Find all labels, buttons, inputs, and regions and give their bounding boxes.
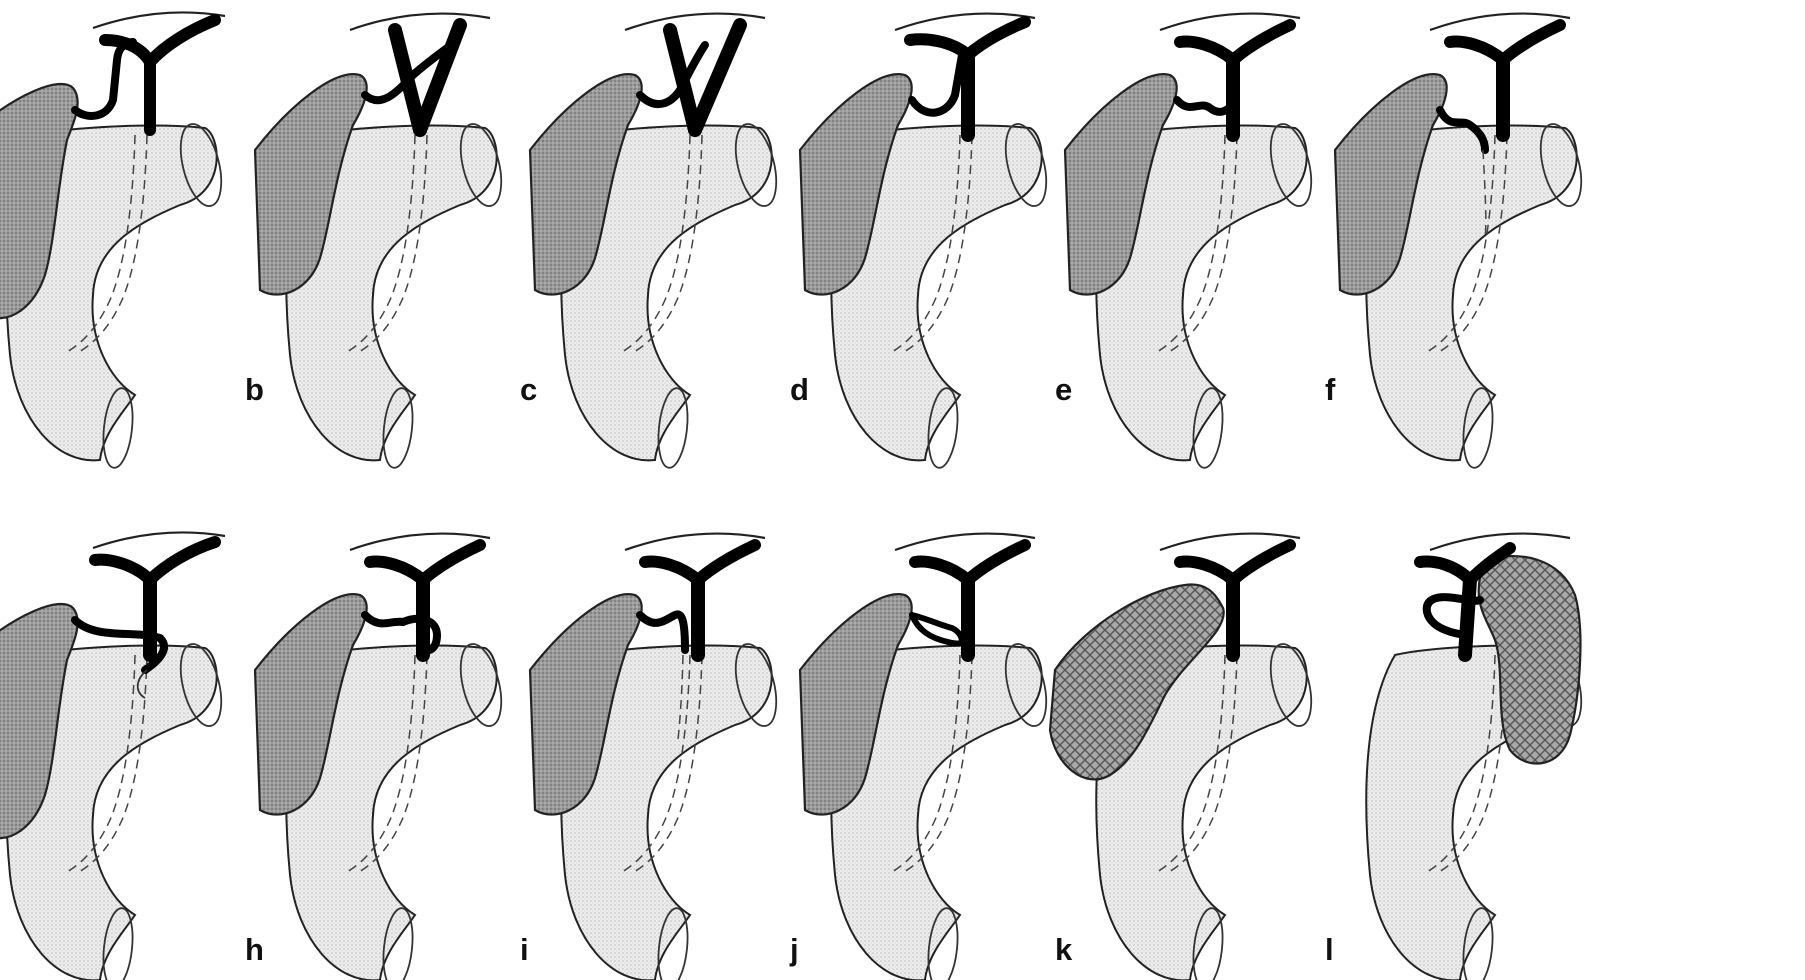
panel-c: c <box>520 14 784 470</box>
panel-h: h <box>245 534 509 980</box>
panel-k: k <box>1050 534 1319 980</box>
panel-g <box>0 532 229 980</box>
panel-label-i: i <box>520 932 529 967</box>
panel-l: l <box>1325 534 1589 980</box>
panel-label-l: l <box>1325 932 1334 967</box>
panel-label-k: k <box>1055 932 1073 967</box>
panel-label-d: d <box>790 372 809 407</box>
panel-b: b <box>245 14 509 470</box>
panel-a <box>0 12 229 469</box>
panel-e: e <box>1055 14 1319 470</box>
panel-label-f: f <box>1325 372 1336 407</box>
panel-label-h: h <box>245 932 264 967</box>
panel-label-c: c <box>520 372 537 407</box>
panel-f: f <box>1325 14 1589 470</box>
panel-i: i <box>520 534 784 980</box>
panel-j: j <box>789 534 1054 980</box>
panel-label-b: b <box>245 372 264 407</box>
panel-label-j: j <box>789 932 799 967</box>
panel-label-e: e <box>1055 372 1072 407</box>
panel-d: d <box>790 14 1054 470</box>
